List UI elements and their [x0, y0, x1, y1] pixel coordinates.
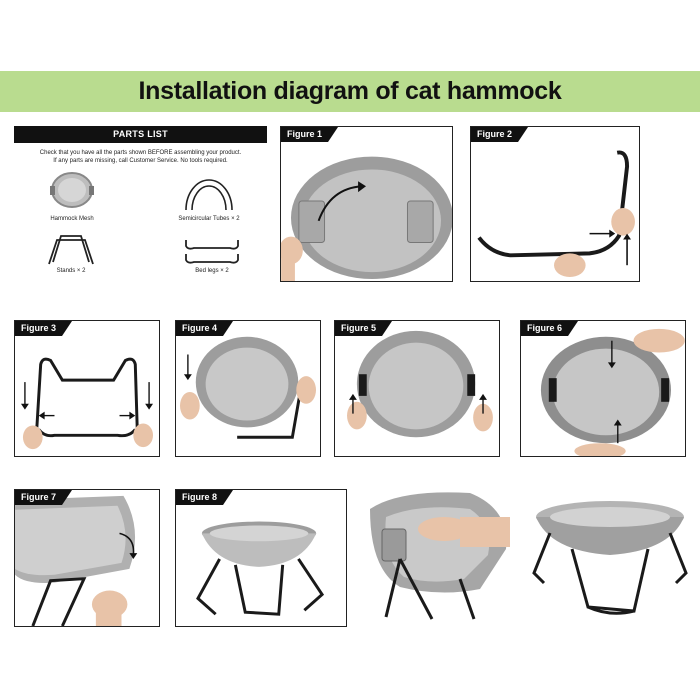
figure-1-illustration	[281, 156, 452, 281]
figure-7: Figure 7	[14, 489, 160, 627]
part-stands: Stands × 2	[36, 232, 106, 274]
plush-cover-illustration	[370, 492, 510, 620]
semicircular-tubes-icon	[185, 179, 233, 211]
figure-label: Figure 7	[15, 490, 72, 505]
parts-list-note: Check that you have all the parts shown …	[14, 149, 267, 165]
parts-note-line-1: Check that you have all the parts shown …	[39, 150, 242, 156]
photo-finished-hammock	[530, 489, 690, 627]
figure-6-illustration	[540, 328, 685, 456]
figure-3-illustration	[20, 357, 154, 450]
figure-5-illustration	[347, 330, 493, 438]
part-label: Stands × 2	[56, 268, 86, 274]
figure-3: Figure 3	[14, 320, 160, 457]
parts-list: PARTS LIST Check that you have all the p…	[14, 126, 267, 282]
figure-label: Figure 6	[521, 321, 578, 336]
figure-4: Figure 4	[175, 320, 321, 457]
title-band: Installation diagram of cat hammock	[0, 71, 700, 112]
figure-label: Figure 1	[281, 127, 338, 142]
photo-cover-installation	[360, 489, 510, 627]
figure-label: Figure 3	[15, 321, 72, 336]
figure-7-illustration	[15, 495, 138, 626]
part-label: Semicircular Tubes × 2	[178, 216, 240, 222]
figure-label: Figure 2	[471, 127, 528, 142]
part-semicircular-tubes: Semicircular Tubes × 2	[164, 174, 254, 222]
bed-legs-icon	[185, 240, 239, 264]
parts-note-line-2: If any parts are missing, call Customer …	[53, 158, 228, 164]
figure-2-illustration	[477, 150, 635, 278]
figure-1: Figure 1	[280, 126, 453, 282]
figure-4-illustration	[180, 336, 316, 439]
hammock-mesh-icon	[50, 172, 94, 208]
figure-label: Figure 5	[335, 321, 392, 336]
figure-label: Figure 8	[176, 490, 233, 505]
finished-hammock-illustration	[532, 501, 688, 615]
part-label: Hammock Mesh	[50, 216, 94, 222]
figure-8: Figure 8	[175, 489, 347, 627]
figure-label: Figure 4	[176, 321, 233, 336]
part-hammock-mesh: Hammock Mesh	[32, 168, 112, 222]
part-bed-legs: Bed legs × 2	[172, 234, 252, 274]
figure-2: Figure 2	[470, 126, 640, 282]
figure-8-illustration	[196, 521, 325, 616]
page-title: Installation diagram of cat hammock	[138, 77, 562, 105]
stands-icon	[48, 235, 94, 265]
parts-list-header: PARTS LIST	[14, 126, 267, 143]
part-label: Bed legs × 2	[195, 268, 229, 274]
figure-6: Figure 6	[520, 320, 686, 457]
figure-5: Figure 5	[334, 320, 500, 457]
